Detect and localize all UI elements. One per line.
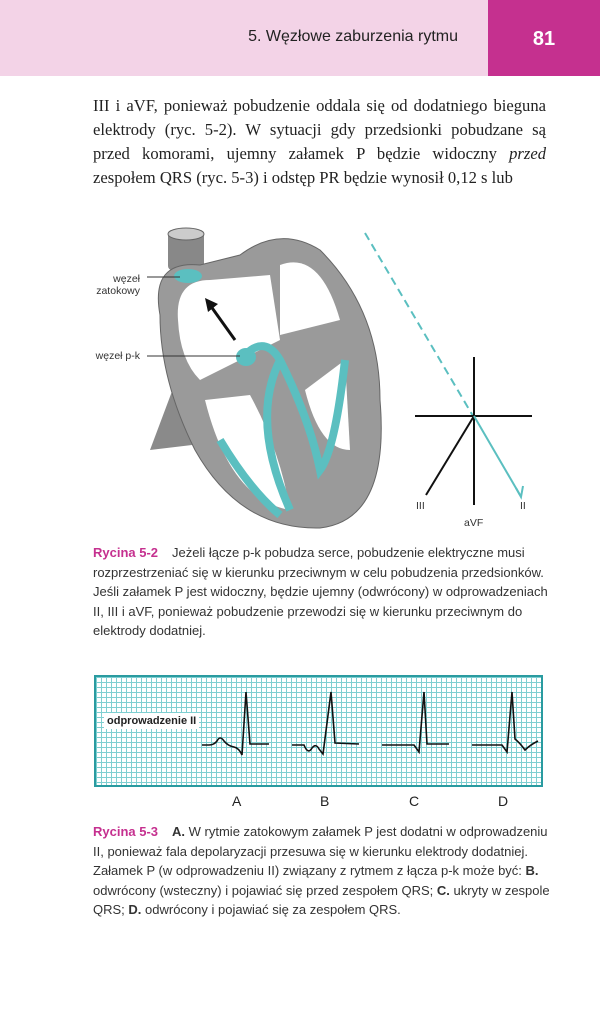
page-number: 81 bbox=[488, 0, 600, 76]
caption-bold: B. bbox=[525, 863, 539, 878]
ecg-strip: odprowadzenie II bbox=[94, 675, 543, 787]
axis-label-avf: aVF bbox=[464, 517, 484, 529]
page-header: 5. Węzłowe zaburzenia rytmu bbox=[0, 0, 488, 76]
body-text-part: zespołem QRS (ryc. 5-3) i odstęp PR będz… bbox=[93, 168, 513, 187]
caption-text: Jeżeli łącze p-k pobudza serce, pobudzen… bbox=[93, 545, 548, 638]
heart-figure: węzeł zatokowy węzeł p-k III aVF II bbox=[80, 220, 550, 545]
caption-bold: C. bbox=[436, 882, 450, 898]
caption-bold: D. bbox=[128, 902, 142, 917]
trace-letter-a: A bbox=[232, 793, 242, 809]
body-text: III i aVF, ponieważ pobudzenie oddala si… bbox=[93, 94, 546, 190]
axis-label-iii: III bbox=[416, 500, 425, 512]
body-text-part: III i aVF, ponieważ pobudzenie oddala si… bbox=[93, 96, 546, 163]
caption-text: ukryty w zespole QRS; bbox=[93, 882, 550, 918]
axis-label-ii: II bbox=[520, 500, 526, 512]
trace-letter-b: B bbox=[320, 793, 330, 809]
heart-illustration bbox=[147, 227, 532, 529]
trace-letter-d: D bbox=[498, 793, 509, 809]
chapter-title: 5. Węzłowe zaburzenia rytmu bbox=[248, 28, 458, 45]
axis-diagram bbox=[364, 232, 532, 505]
caption-bold: A. bbox=[172, 824, 186, 839]
body-text-emphasis: przed bbox=[509, 144, 546, 163]
caption-text: odwrócony i pojawiać się za zespołem QRS… bbox=[141, 902, 401, 917]
ecg-traces bbox=[202, 691, 539, 756]
figure-5-3-caption: Rycina 5-3 A. W rytmie zatokowym załamek … bbox=[93, 822, 553, 920]
trace-d bbox=[472, 691, 539, 755]
trace-b bbox=[292, 691, 360, 756]
av-node-label: węzeł p-k bbox=[95, 350, 140, 362]
caption-label: Rycina 5-2 bbox=[93, 545, 159, 560]
trace-letter-c: C bbox=[409, 793, 420, 809]
caption-text: odwrócony (wsteczny) i pojawiać się prze… bbox=[93, 882, 437, 898]
caption-label: Rycina 5-3 bbox=[93, 824, 159, 839]
lead-label: odprowadzenie II bbox=[104, 713, 200, 729]
heart-drawing bbox=[147, 227, 382, 529]
trace-a bbox=[202, 691, 269, 756]
sa-node-label: węzeł zatokowy bbox=[96, 273, 140, 297]
caption-text: W rytmie zatokowym załamek P jest dodatn… bbox=[93, 824, 548, 878]
trace-c bbox=[382, 691, 449, 755]
